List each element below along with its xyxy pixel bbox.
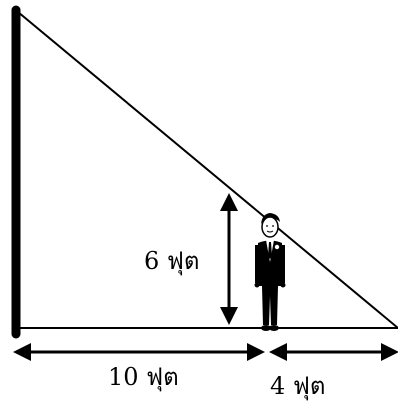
gap-label: 4 ฟุต bbox=[270, 372, 326, 400]
man-in-suit-icon bbox=[254, 213, 286, 331]
distance-label: 10 ฟุต bbox=[108, 363, 179, 391]
sight-line bbox=[17, 11, 398, 329]
height-label: 6 ฟุต bbox=[144, 247, 200, 275]
